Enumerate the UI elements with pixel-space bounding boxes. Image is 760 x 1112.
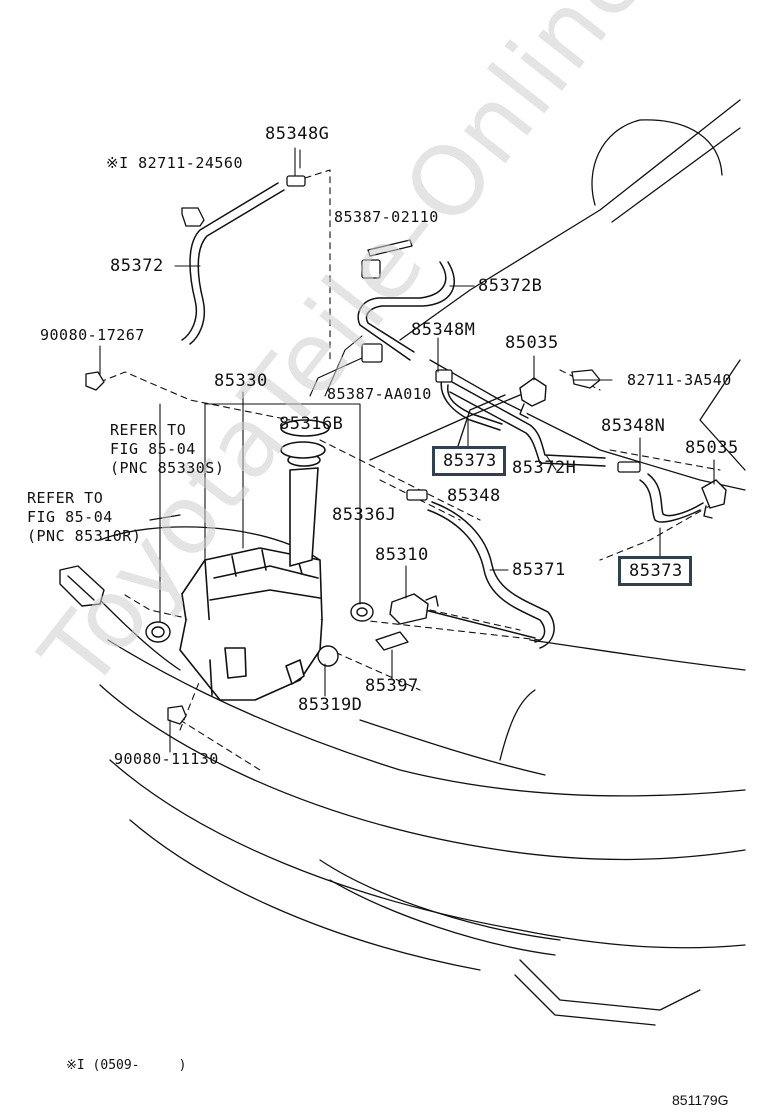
part-label-85372b[interactable]: 85372B <box>478 276 543 296</box>
part-label-90080-17267[interactable]: 90080-17267 <box>40 326 145 344</box>
hose-85372H <box>449 381 606 467</box>
part-label-82711-24560[interactable]: ※I 82711-24560 <box>106 154 243 172</box>
leader-lines <box>99 147 715 753</box>
part-label-85336j[interactable]: 85336J <box>332 505 397 525</box>
part-label-85035-upper[interactable]: 85035 <box>505 333 559 353</box>
part-label-85348[interactable]: 85348 <box>447 486 501 506</box>
part-label-85348g[interactable]: 85348G <box>265 124 330 144</box>
figure-code: 851179G <box>672 1092 729 1108</box>
reference-note-85310r: REFER TO FIG 85-04 (PNC 85310R) <box>27 489 142 545</box>
part-label-82711-3a540[interactable]: 82711-3A540 <box>627 371 732 389</box>
part-label-85387-02110[interactable]: 85387-02110 <box>334 208 439 226</box>
part-label-85387-aa010[interactable]: 85387-AA010 <box>327 385 432 403</box>
part-label-85348n[interactable]: 85348N <box>601 416 666 436</box>
part-label-85372h[interactable]: 85372H <box>512 458 577 478</box>
part-label-85310[interactable]: 85310 <box>375 545 429 565</box>
clips <box>85 207 601 725</box>
reference-note-85330s: REFER TO FIG 85-04 (PNC 85330S) <box>110 421 225 477</box>
part-label-85316b[interactable]: 85316B <box>279 414 344 434</box>
part-label-90080-11130[interactable]: 90080-11130 <box>114 750 219 768</box>
part-label-85348m[interactable]: 85348M <box>411 320 476 340</box>
part-label-85371[interactable]: 85371 <box>512 560 566 580</box>
footnote: ※I (0509- ) <box>66 1058 187 1073</box>
washer-reservoir <box>179 419 330 701</box>
hose-85371 <box>424 501 555 649</box>
washer-pumps <box>59 565 439 651</box>
grommets <box>145 602 374 667</box>
part-label-85035-lower[interactable]: 85035 <box>685 438 739 458</box>
part-label-85330[interactable]: 85330 <box>214 371 268 391</box>
part-label-85397[interactable]: 85397 <box>365 676 419 696</box>
part-label-85373-highlighted-lower[interactable]: 85373 <box>618 556 692 586</box>
part-label-85319d[interactable]: 85319D <box>298 695 363 715</box>
hose-85372B <box>357 261 455 361</box>
part-label-85373-highlighted-upper[interactable]: 85373 <box>432 446 506 476</box>
part-label-85372[interactable]: 85372 <box>110 256 164 276</box>
hose-85373 <box>440 377 704 523</box>
vehicle-body-outline <box>99 99 746 1026</box>
hose-85372 <box>181 182 285 345</box>
connectors <box>286 175 641 501</box>
washer-nozzles <box>519 377 727 519</box>
